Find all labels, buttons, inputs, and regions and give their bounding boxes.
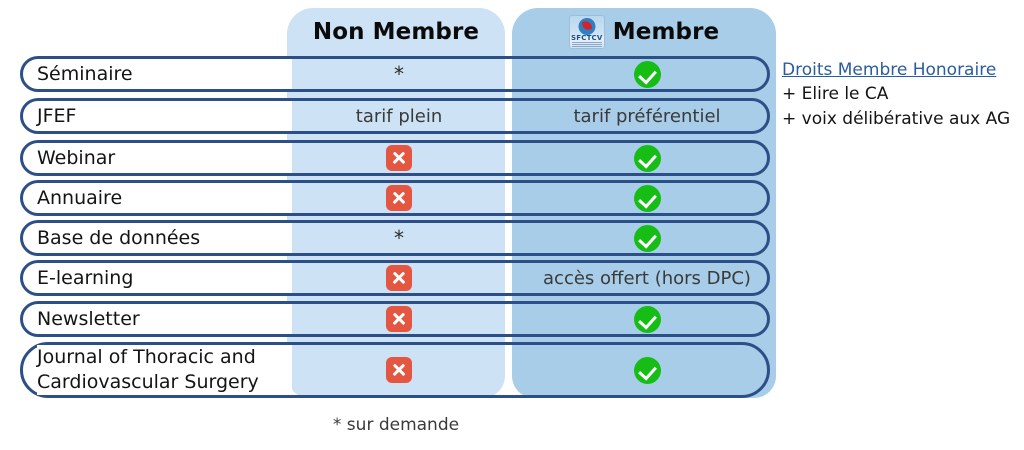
cell-non-member — [290, 345, 508, 395]
cell-member — [515, 183, 779, 213]
cell-non-member: * — [290, 59, 508, 89]
cell-non-member — [290, 304, 508, 334]
cell-member — [515, 59, 779, 89]
check-icon — [633, 356, 661, 384]
table-row[interactable]: JFEF tarif plein tarif préférentiel — [20, 98, 770, 134]
cell-member — [515, 143, 779, 173]
row-feature-label: Newsletter — [37, 304, 292, 334]
notes-line-2: + voix délibérative aux AG — [782, 109, 1011, 129]
logo-wordmark: SFCTCV — [571, 34, 603, 42]
cell-non-member — [290, 263, 508, 293]
table-row[interactable]: Annuaire — [20, 180, 770, 216]
table-row[interactable]: E-learning accès offert (hors DPC) — [20, 260, 770, 296]
row-feature-line1: Séminaire — [37, 62, 133, 85]
row-feature-line1: E-learning — [37, 266, 134, 289]
cell-non-member: * — [290, 223, 508, 253]
row-feature-label: Séminaire — [37, 59, 292, 89]
table-row[interactable]: Base de données * — [20, 220, 770, 256]
cross-icon — [386, 145, 412, 171]
table-row[interactable]: Séminaire * — [20, 56, 770, 92]
member-header-label: Membre — [612, 19, 720, 45]
cross-icon — [386, 265, 412, 291]
row-feature-line1: Webinar — [37, 146, 116, 169]
table-row[interactable]: Newsletter — [20, 301, 770, 337]
sfctcv-logo-icon: SFCTCV — [568, 15, 605, 49]
check-icon — [633, 224, 661, 252]
check-icon — [633, 60, 661, 88]
honorary-member-notes: Droits Membre Honoraire + Elire le CA + … — [782, 58, 1014, 132]
cell-member: accès offert (hors DPC) — [515, 263, 779, 293]
column-header-member: SFCTCV Membre — [512, 8, 776, 56]
row-feature-label: Webinar — [37, 143, 292, 173]
asterisk-marker: * — [394, 226, 404, 250]
row-feature-label: JFEF — [37, 101, 292, 131]
cell-non-member — [290, 183, 508, 213]
table-row[interactable]: Journal of Thoracic and Cardiovascular S… — [20, 342, 770, 398]
row-feature-label: Base de données — [37, 223, 292, 253]
cell-non-member — [290, 143, 508, 173]
row-feature-line1: Newsletter — [37, 307, 140, 330]
row-feature-line2: Cardiovascular Surgery — [37, 371, 259, 393]
cell-text: tarif plein — [355, 105, 443, 127]
check-icon — [633, 305, 661, 333]
cross-icon — [386, 185, 412, 211]
cross-icon — [386, 357, 412, 383]
cell-text: accès offert (hors DPC) — [543, 267, 751, 289]
column-header-non-member: Non Membre — [287, 8, 505, 56]
cell-non-member: tarif plein — [290, 101, 508, 131]
check-icon — [633, 144, 661, 172]
row-feature-line1: Annuaire — [37, 186, 123, 209]
notes-title-link[interactable]: Droits Membre Honoraire — [782, 60, 997, 80]
row-feature-line1: JFEF — [37, 104, 77, 127]
check-icon — [633, 184, 661, 212]
notes-line-1: + Elire le CA — [782, 84, 889, 104]
cell-member — [515, 304, 779, 334]
row-feature-label: Annuaire — [37, 183, 292, 213]
row-feature-line1: Base de données — [37, 226, 201, 249]
row-feature-label: Journal of Thoracic and Cardiovascular S… — [37, 345, 292, 395]
row-feature-label: E-learning — [37, 263, 292, 293]
row-feature-line1: Journal of Thoracic and — [37, 346, 256, 368]
cell-member — [515, 345, 779, 395]
table-row[interactable]: Webinar — [20, 140, 770, 176]
cell-member — [515, 223, 779, 253]
footnote-text: * sur demande — [332, 415, 460, 435]
logo-subtitle-lines — [571, 42, 602, 47]
cross-icon — [386, 306, 412, 332]
non-member-header-label: Non Membre — [312, 19, 480, 45]
asterisk-marker: * — [394, 62, 404, 86]
cell-member: tarif préférentiel — [515, 101, 779, 131]
cell-text: tarif préférentiel — [573, 105, 721, 127]
